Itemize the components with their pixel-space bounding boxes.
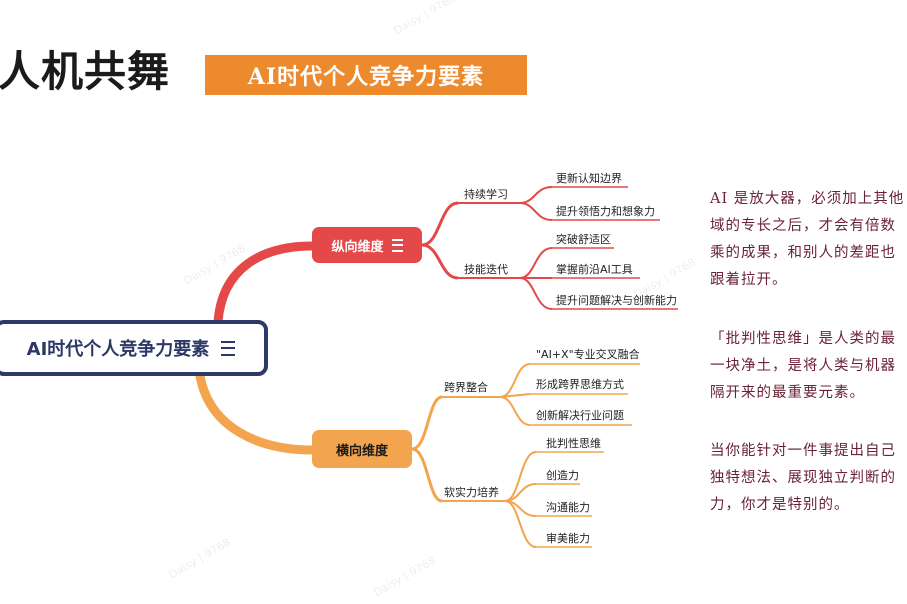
text-line: AI 是放大器，必须加上其他: [710, 191, 905, 207]
branch-vertical-label: 纵向维度: [331, 239, 384, 255]
leaf-label: 审美能力: [546, 532, 590, 545]
menu-lines-icon: [391, 238, 403, 252]
group-label: 技能迭代: [464, 263, 508, 276]
text-line: 独特想法、展现独立判断的: [710, 470, 896, 486]
branch-horizontal-label: 横向维度: [335, 443, 388, 459]
text-line: 「批判性思维」是人类的最: [710, 331, 896, 347]
side-paragraph-1: AI 是放大器，必须加上其他 域的专长之后，才会有倍数 乘的成果，和别人的差距也…: [710, 186, 907, 294]
side-paragraph-3: 当你能针对一件事提出自己 独特想法、展现独立判断的 力，你才是特别的。: [710, 438, 907, 519]
leaf-label: 更新认知边界: [556, 172, 622, 185]
text-line: 当你能针对一件事提出自己: [710, 443, 896, 459]
leaf-label: 创新解决行业问题: [536, 409, 624, 422]
leaf-label: 创造力: [546, 469, 579, 482]
text-line: 隔开来的最重要元素。: [710, 385, 865, 401]
text-line: 跟着拉开。: [710, 272, 788, 288]
group-label: 持续学习: [464, 188, 508, 201]
side-paragraph-2: 「批判性思维」是人类的最 一块净土，是将人类与机器 隔开来的最重要元素。: [710, 326, 907, 407]
text-line: 一块净土，是将人类与机器: [710, 358, 896, 374]
menu-lines-icon: [221, 340, 236, 356]
leaf-label: 提升问题解决与创新能力: [556, 294, 677, 307]
mindmap-root-node: AI时代个人竞争力要素: [0, 320, 268, 376]
text-line: 力，你才是特别的。: [710, 497, 850, 513]
branch-horizontal-node: 横向维度: [312, 430, 412, 468]
page-title: 人机共舞: [0, 47, 171, 96]
group-label: 跨界整合: [444, 381, 488, 394]
text-line: 域的专长之后，才会有倍数: [710, 218, 896, 234]
leaf-label: 批判性思维: [546, 437, 601, 450]
leaf-label: 提升领悟力和想象力: [556, 205, 655, 218]
leaf-label: 掌握前沿AI工具: [556, 263, 633, 276]
leaf-label: 突破舒适区: [556, 233, 611, 246]
leaf-label: 沟通能力: [546, 501, 590, 514]
branch-vertical-node: 纵向维度: [312, 227, 422, 263]
title-banner: AI时代个人竞争力要素: [205, 55, 527, 95]
text-line: 乘的成果，和别人的差距也: [710, 245, 896, 261]
leaf-label: 形成跨界思维方式: [536, 378, 624, 391]
root-label: AI时代个人竞争力要素: [26, 339, 210, 360]
leaf-label: "AI+X"专业交叉融合: [536, 348, 640, 361]
group-label: 软实力培养: [444, 486, 499, 499]
